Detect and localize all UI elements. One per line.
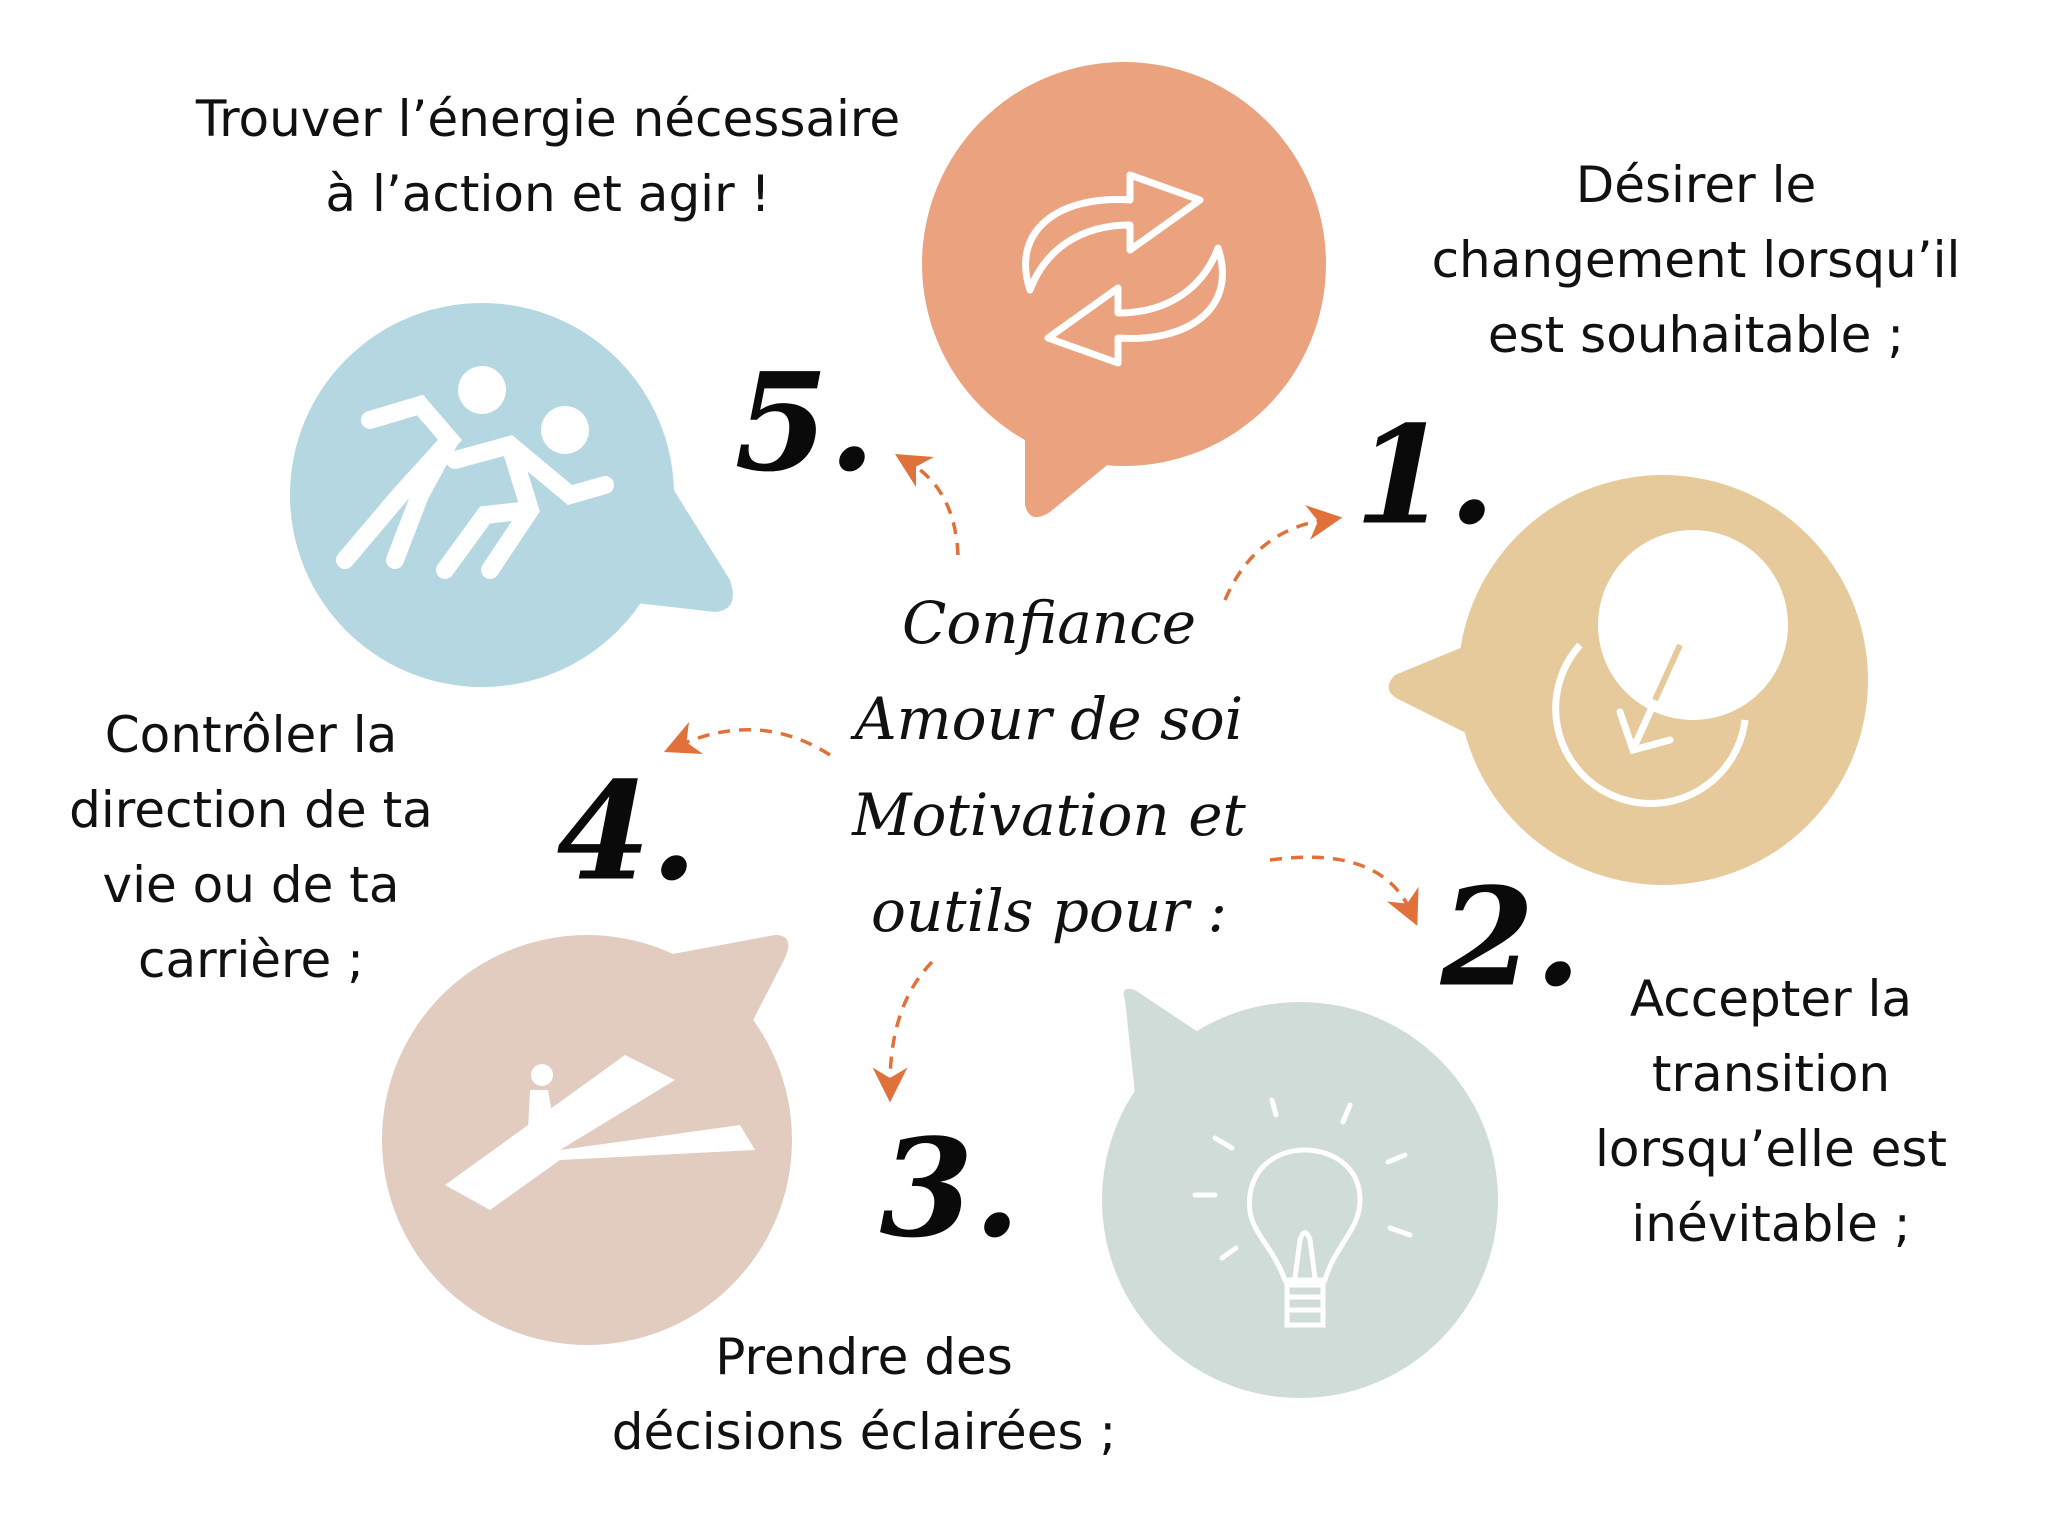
arrow-to-step-2 (1269, 855, 1419, 926)
arrow-to-step-3 (872, 960, 934, 1103)
running-people-icon (336, 366, 614, 579)
label-line: vie ou de ta (102, 856, 400, 914)
label-line: direction de ta (69, 781, 433, 839)
step-label-5: Trouver l’énergie nécessaire à l’action … (196, 82, 900, 232)
label-line: changement lorsqu’il (1431, 231, 1961, 289)
lightbulb-icon (1192, 1097, 1413, 1328)
label-line: lorsqu’elle est (1594, 1120, 1948, 1178)
label-line: Contrôler la (104, 706, 398, 764)
refresh-icon (1022, 171, 1226, 367)
step-number-5: 5. (734, 342, 876, 502)
step-number-1: 1. (1354, 395, 1496, 555)
step-label-1: Désirer le changement lorsqu’il est souh… (1432, 148, 1961, 373)
step-label-2: Accepter la transition lorsqu’elle est i… (1595, 962, 1947, 1262)
speech-bubble-lightbulb (1102, 988, 1498, 1398)
label-line: Trouver l’énergie nécessaire (195, 90, 901, 148)
arrow-to-step-4 (663, 721, 831, 757)
label-line: Accepter la (1629, 970, 1913, 1028)
label-line: Désirer le (1575, 156, 1817, 214)
arrow-to-step-1 (1223, 505, 1343, 601)
step-label-3: Prendre des décisions éclairées ; (612, 1320, 1117, 1470)
speech-bubble-refresh (922, 62, 1326, 518)
center-line: Motivation et (852, 781, 1246, 849)
step-number-4: 4. (556, 751, 698, 911)
label-line: décisions éclairées ; (611, 1403, 1117, 1461)
step-number-2: 2. (1440, 857, 1582, 1017)
step-number-3: 3. (879, 1108, 1021, 1268)
speech-bubble-energy (290, 303, 733, 687)
walking-path-icon (445, 1055, 755, 1210)
label-line: transition (1651, 1045, 1891, 1103)
download-circle-icon (1552, 530, 1788, 807)
connector-arrows (663, 453, 1419, 1103)
center-line: Confiance (901, 589, 1197, 657)
center-line: Amour de soi (854, 685, 1244, 753)
label-line: carrière ; (138, 931, 364, 989)
label-line: à l’action et agir ! (325, 165, 771, 223)
arrow-to-step-5 (894, 453, 960, 556)
label-line: Prendre des (715, 1328, 1013, 1386)
speech-bubble-direction (382, 935, 792, 1345)
label-line: inévitable ; (1631, 1195, 1911, 1253)
center-line: outils pour : (871, 877, 1227, 945)
label-line: est souhaitable ; (1487, 306, 1905, 364)
central-theme: Confiance Amour de soi Motivation et out… (852, 575, 1246, 959)
speech-bubble-accept (1388, 475, 1868, 885)
step-label-4: Contrôler la direction de ta vie ou de t… (69, 698, 433, 998)
